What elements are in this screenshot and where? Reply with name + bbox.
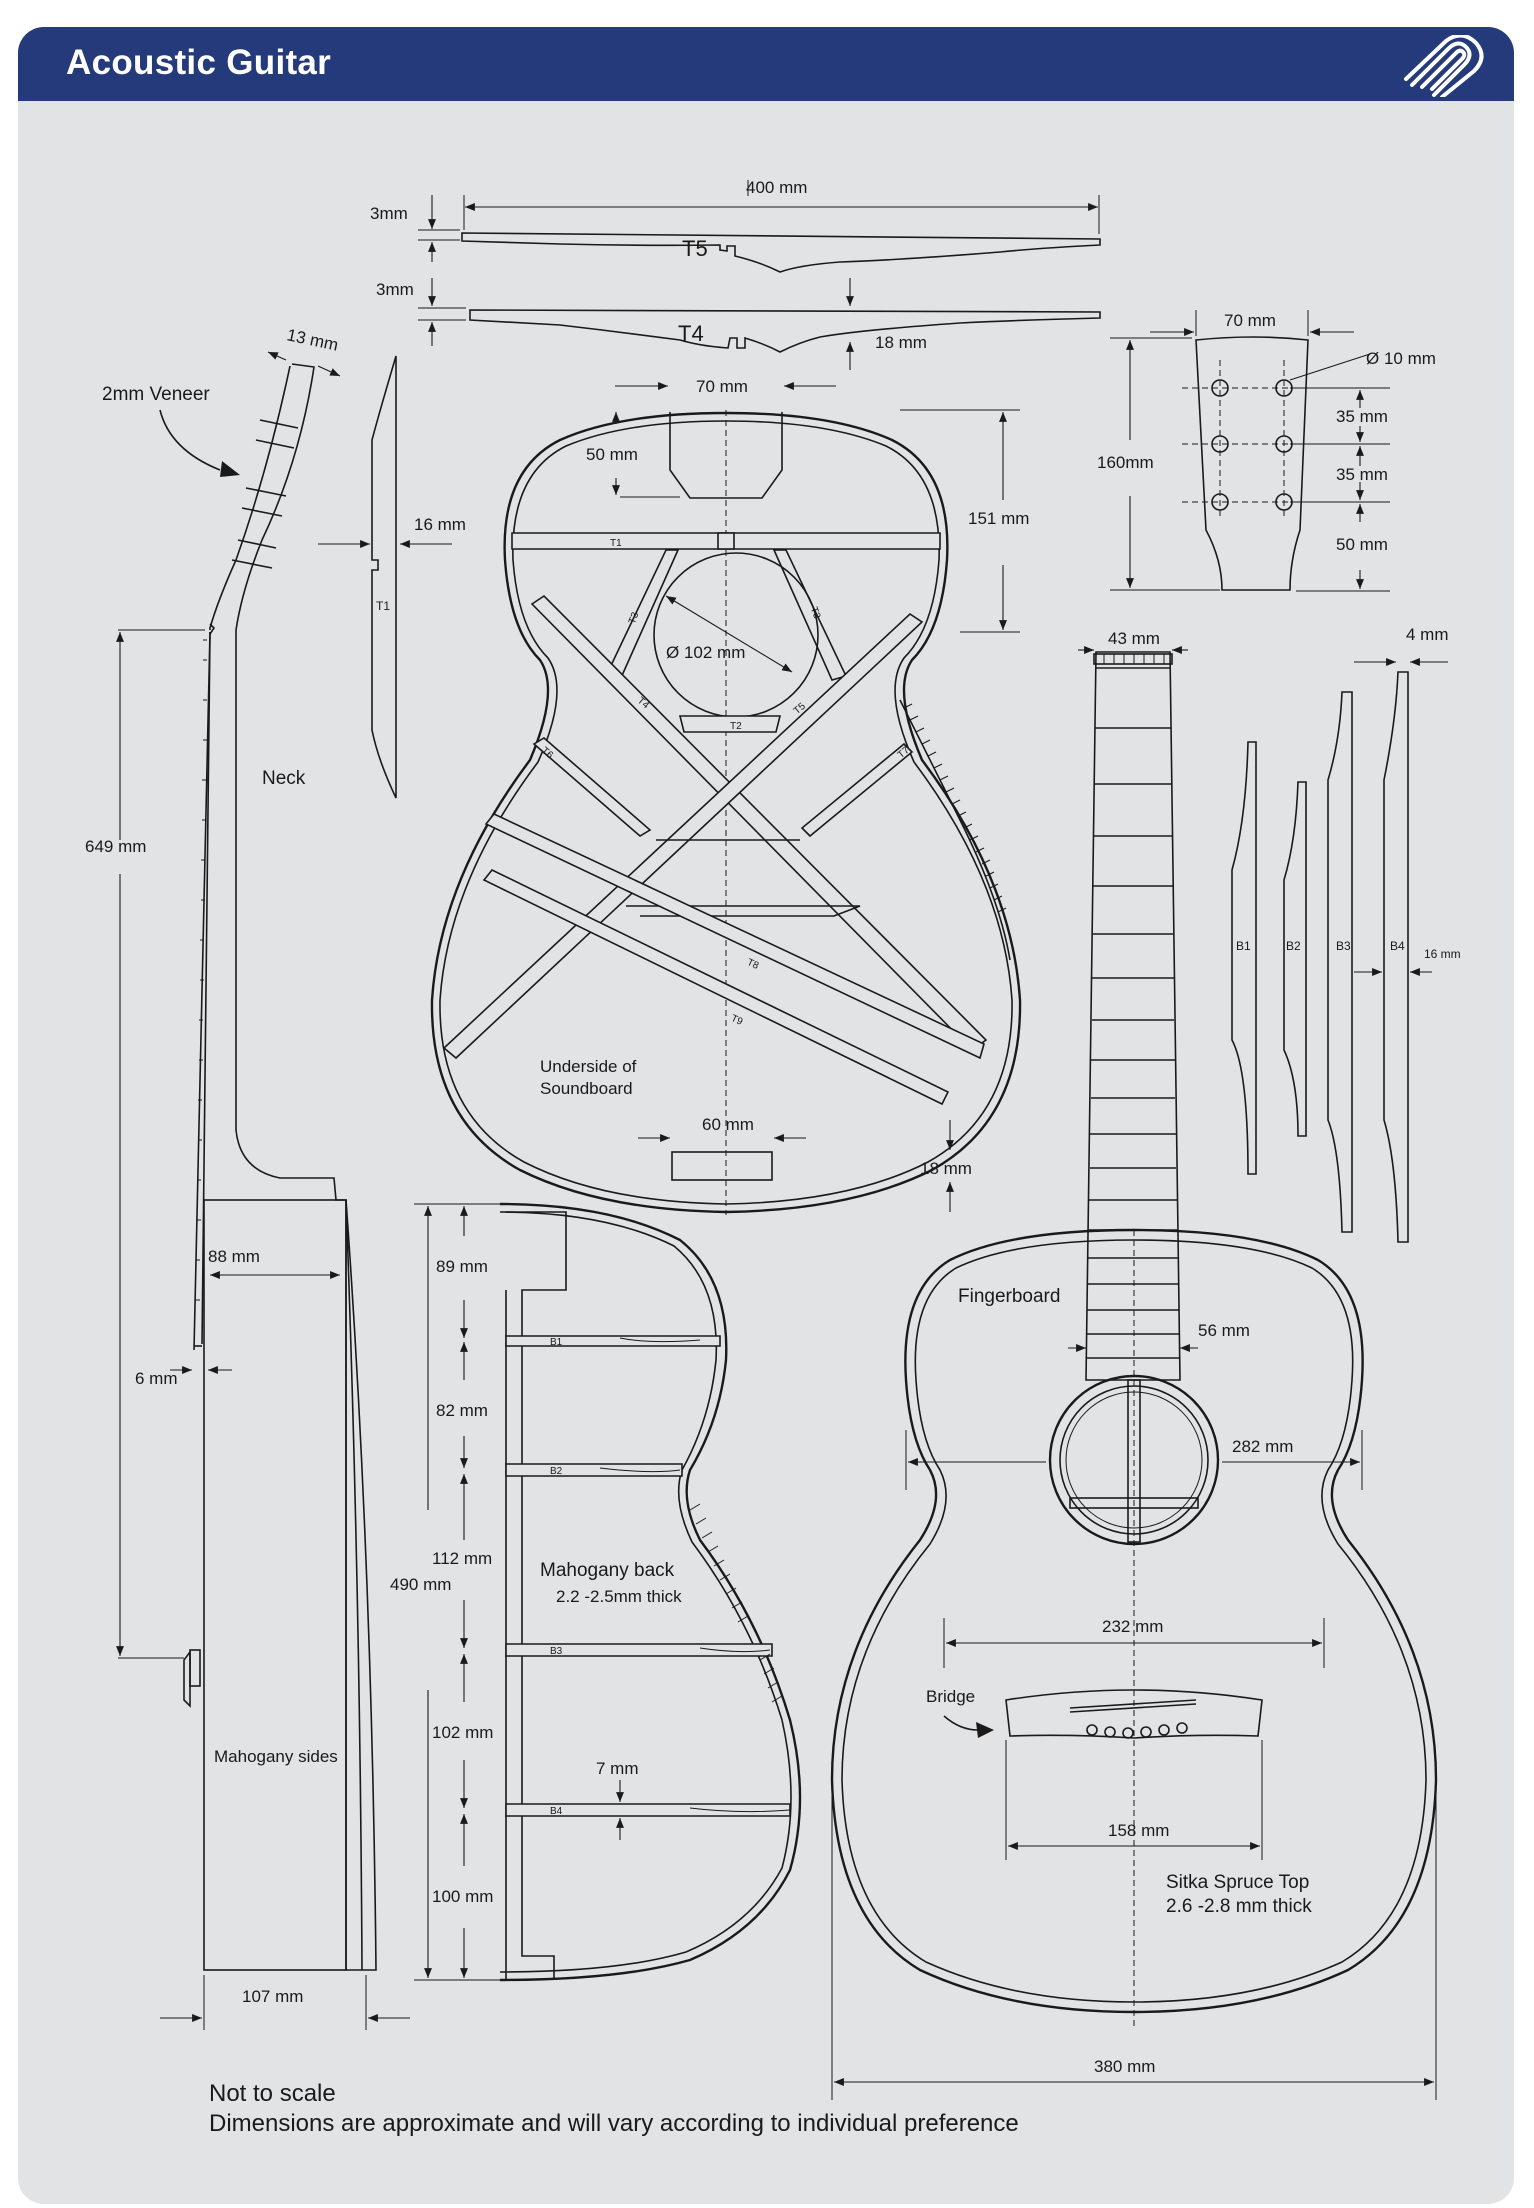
t4-label: T4	[678, 321, 704, 346]
tuner-hole-label: Ø 10 mm	[1366, 349, 1436, 368]
fb-thickness-label: 6 mm	[135, 1369, 178, 1388]
neck-label: Neck	[262, 768, 306, 789]
b2-profile-label: B2	[1286, 939, 1301, 953]
t3-left-mark: T3	[627, 610, 641, 625]
t9-brace-mark: T9	[729, 1013, 745, 1028]
brace-t4: 18 mm T4 3mm	[376, 278, 1101, 370]
fb-width-label: 56 mm	[1198, 1321, 1250, 1340]
guitar-top-view: 43 mm 56 mm Fingerboard 282 mm 232 mm Br…	[830, 629, 1438, 2100]
t4-thickness-label: 3mm	[376, 280, 414, 299]
back-brace-height-label: 16 mm	[1424, 947, 1461, 961]
fret-lines	[1086, 667, 1180, 1359]
footnote-scale: Not to scale	[209, 2080, 336, 2107]
plate-width-label: 70 mm	[696, 377, 748, 396]
depth-top-label: 88 mm	[208, 1247, 260, 1266]
b3-mark: B3	[550, 1646, 563, 1657]
fret-marks	[196, 639, 207, 1301]
t1-width-label: 16 mm	[414, 515, 466, 534]
b2-mark: B2	[550, 1466, 563, 1477]
t5-thickness-label: 3mm	[370, 204, 408, 223]
top-wood-1: Sitka Spruce Top	[1166, 1872, 1309, 1893]
tail-width-label: 60 mm	[702, 1115, 754, 1134]
t5-length-label: 400 mm	[746, 178, 807, 197]
nut-width-label: 43 mm	[1108, 629, 1160, 648]
head-thickness-label: 13 mm	[285, 325, 340, 354]
back-seg1-label: 89 mm	[436, 1257, 488, 1276]
tail-height-label: 18 mm	[920, 1159, 972, 1178]
back-seg5-label: 100 mm	[432, 1887, 493, 1906]
b4-mark: B4	[550, 1806, 563, 1817]
headstock-bottom-label: 50 mm	[1336, 535, 1388, 554]
bridge-width-label: 158 mm	[1108, 1821, 1169, 1840]
headstock: 70 mm Ø 10 mm 35 mm 35 mm 50 mm 160mm	[1097, 310, 1436, 592]
tuner-spacing-2: 35 mm	[1336, 465, 1388, 484]
soundboard-underside: 70 mm 50 mm 151 mm T1 T3 T3 Ø 102 mm T4 …	[430, 377, 1029, 1215]
plate-height-label: 50 mm	[586, 445, 638, 464]
waist-label: 232 mm	[1102, 1617, 1163, 1636]
t1-label: T1	[376, 599, 390, 613]
b1-mark: B1	[550, 1337, 563, 1348]
b1-profile-label: B1	[1236, 939, 1251, 953]
title-bar: Acoustic Guitar	[18, 27, 1514, 101]
back-seg3-label: 112 mm	[432, 1549, 492, 1568]
headstock-width-label: 70 mm	[1224, 311, 1276, 330]
scale-length-label: 649 mm	[85, 837, 146, 856]
t4-height-label: 18 mm	[875, 333, 927, 352]
back-brace-thickness-label: 4 mm	[1406, 625, 1449, 644]
page-title: Acoustic Guitar	[66, 43, 332, 82]
top-wood-2: 2.6 -2.8 mm thick	[1166, 1896, 1312, 1917]
back-brace-profiles: B1 B2 B3 B4 4 mm 16 mm	[1231, 625, 1461, 1243]
headstock-height-label: 160mm	[1097, 453, 1154, 472]
back-seg2-label: 82 mm	[436, 1401, 488, 1420]
mahogany-back-half: B1 B2 B3 B4 490 mm 89 mm 82 mm 112 mm 10…	[390, 1202, 802, 1982]
back-title-2: 2.2 -2.5mm thick	[556, 1587, 682, 1606]
b3-profile-label: B3	[1336, 939, 1351, 953]
drawing-sheet: Acoustic Guitar	[18, 27, 1514, 2204]
depth-bottom-label: 107 mm	[242, 1987, 303, 2006]
t1-brace-mark: T1	[610, 538, 622, 549]
t2-brace-mark: T2	[730, 721, 742, 732]
upper-height-label: 151 mm	[968, 509, 1029, 528]
paperclip-icon	[1404, 35, 1484, 97]
upper-bout-label: 282 mm	[1232, 1437, 1293, 1456]
b4-profile-label: B4	[1390, 939, 1405, 953]
sides-label: Mahogany sides	[214, 1747, 338, 1766]
soundboard-title-1: Underside of	[540, 1057, 637, 1076]
brace-gap-label: 7 mm	[596, 1759, 639, 1778]
footnote-dimensions: Dimensions are approximate and will vary…	[209, 2110, 1019, 2137]
kerfing-right	[899, 699, 1011, 961]
veneer-label: 2mm Veneer	[102, 384, 210, 405]
fingerboard-label: Fingerboard	[958, 1286, 1060, 1307]
tuner-spacing-1: 35 mm	[1336, 407, 1388, 426]
back-kerfing	[689, 1503, 783, 1703]
back-seg4-label: 102 mm	[432, 1723, 493, 1742]
back-title-1: Mahogany back	[540, 1560, 675, 1581]
back-total-label: 490 mm	[390, 1575, 451, 1594]
t5-label: T5	[682, 236, 708, 261]
soundhole-label: Ø 102 mm	[666, 643, 745, 662]
brace-t5: 400 mm T5 3mm	[370, 178, 1101, 273]
brace-t1-profile: T1 16 mm	[318, 355, 466, 799]
t8-brace-mark: T8	[745, 957, 761, 972]
bridge-label: Bridge	[926, 1687, 975, 1706]
neck-side-view: 649 mm Neck 2mm Veneer 13 mm 88 mm 6 mm …	[85, 325, 410, 2030]
soundboard-title-2: Soundboard	[540, 1079, 633, 1098]
lower-bout-label: 380 mm	[1094, 2057, 1155, 2076]
